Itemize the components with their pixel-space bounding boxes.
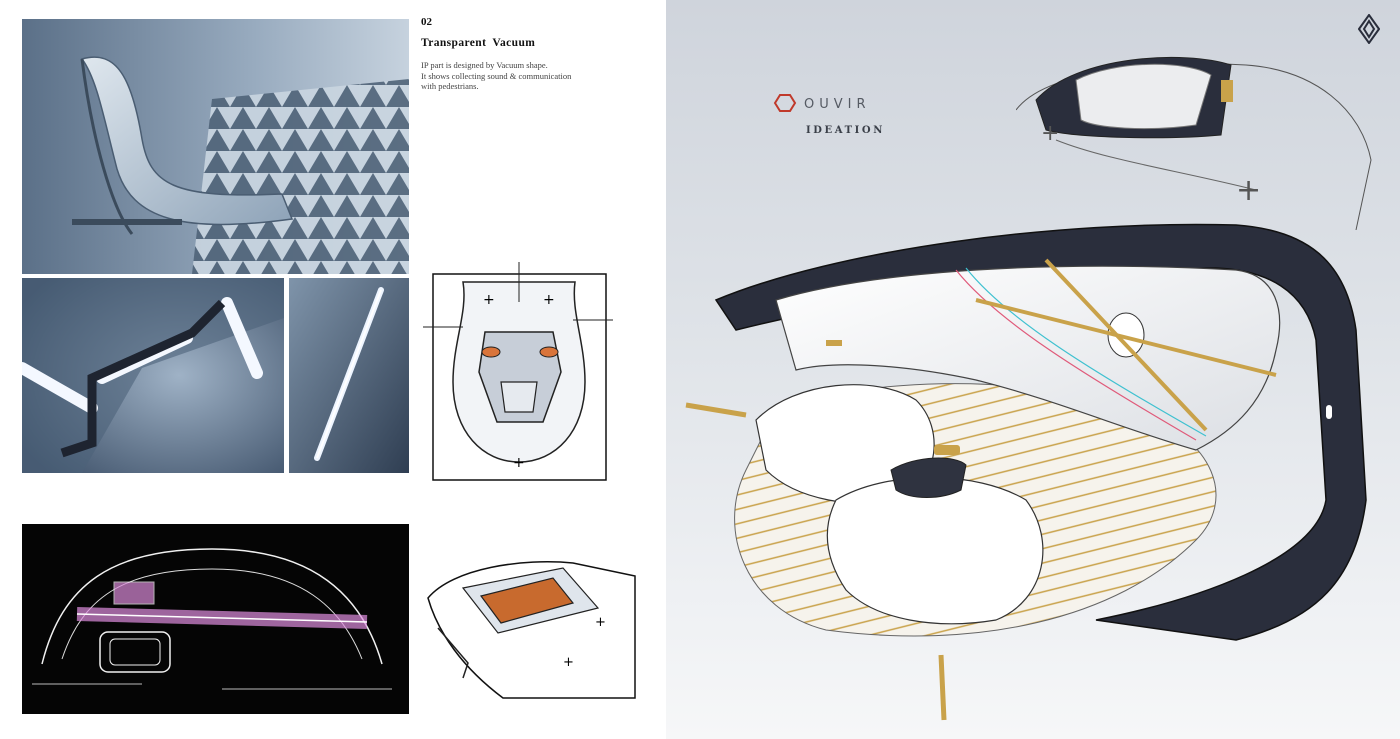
svg-text:+: + — [483, 292, 495, 308]
section-title: Transparent Vacuum — [421, 37, 536, 49]
svg-text:+: + — [1041, 121, 1059, 146]
small-car-sketch: + + — [1015, 40, 1376, 231]
ip-perspective-sketch: + + — [423, 548, 641, 708]
ideation-label: IDEATION — [806, 125, 885, 136]
description-line: with pedestrians. — [421, 81, 479, 91]
svg-text:+: + — [595, 615, 606, 630]
svg-text:+: + — [1236, 173, 1261, 208]
description-line: IP part is designed by Vacuum shape. — [421, 60, 548, 70]
description-line: It shows collecting sound & communicatio… — [421, 70, 572, 81]
ip-top-view-sketch: + + + — [423, 262, 616, 484]
bench-photo — [22, 19, 409, 274]
tube-lamp-photo — [22, 278, 284, 473]
diamond-emblem-icon — [1357, 13, 1381, 45]
svg-text:OUVIR: OUVIR — [804, 97, 871, 112]
svg-text:+: + — [563, 655, 574, 670]
section-number: 02 — [421, 16, 432, 28]
section-description: IP part is designed by Vacuum shape. It … — [421, 60, 651, 92]
wireframe-cabin-sketch — [22, 524, 409, 714]
right-page: OUVIR IDEATION + + — [666, 0, 1400, 739]
interior-ideation-sketch — [676, 200, 1376, 730]
left-page: + + + + + 02 Transparent Vacuum — [0, 0, 666, 739]
svg-text:+: + — [513, 455, 525, 471]
ouvir-logo: OUVIR — [772, 92, 912, 114]
svg-text:+: + — [543, 292, 555, 308]
vertical-lamp-photo — [289, 278, 409, 473]
